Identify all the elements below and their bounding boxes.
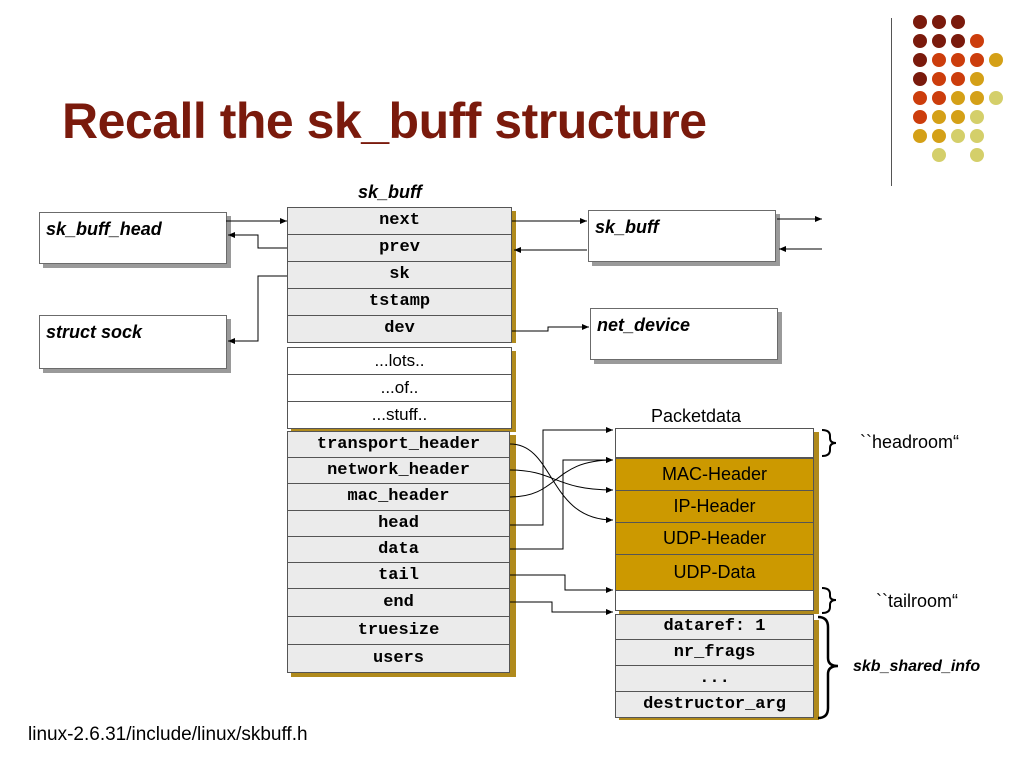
tailroom-area (615, 590, 814, 611)
net-device-label: net_device (597, 315, 691, 335)
shared-info-label: skb_shared_info (853, 658, 981, 675)
skbuff-field-top-4: dev (287, 315, 512, 343)
sk-buff-right-label: sk_buff (595, 217, 659, 237)
arrow-data-to-mac (510, 457, 613, 550)
brace-shared-info (817, 615, 839, 720)
divider-line (891, 18, 892, 186)
skbuff-field-middle-2: ...stuff.. (287, 401, 512, 429)
sk-buff-head-box: sk_buff_head (39, 212, 227, 264)
skbuff-field-bottom-0: transport_header (287, 431, 510, 458)
shared-info-field-2: ... (615, 665, 814, 692)
skbuff-field-top-3: tstamp (287, 288, 512, 316)
packet-part-3: UDP-Data (615, 554, 814, 591)
packet-part-0: MAC-Header (615, 458, 814, 491)
sk-buff-head-label: sk_buff_head (46, 219, 162, 239)
arrow-head-to-buffer (510, 427, 613, 526)
arrow-dev-to-netdevice (512, 324, 589, 332)
source-file-caption: linux-2.6.31/include/linux/skbuff.h (28, 724, 308, 745)
shared-info-field-3: destructor_arg (615, 691, 814, 718)
arrow-sk-to-sock (228, 275, 287, 344)
skbuff-field-bottom-2: mac_header (287, 483, 510, 511)
struct-sock-label: struct sock (46, 322, 143, 342)
arrow-end-to-bufend (510, 601, 613, 615)
arrow-transport-to-udp (509, 443, 614, 523)
headroom-area (615, 428, 814, 458)
packet-part-2: UDP-Header (615, 522, 814, 555)
arrow-prev-to-head (228, 232, 287, 249)
brace-tailroom (821, 587, 837, 614)
skbuff-field-bottom-1: network_header (287, 457, 510, 484)
sk-buff-column-label: sk_buff (358, 182, 422, 202)
skbuff-field-top-1: prev (287, 234, 512, 262)
sk-buff-right-box: sk_buff (588, 210, 776, 262)
net-device-box: net_device (590, 308, 778, 360)
tailroom-label: ``tailroom“ (876, 591, 959, 611)
skbuff-field-top-0: next (287, 207, 512, 235)
arrow-tail-to-tailroom (510, 574, 613, 593)
struct-sock-box: struct sock (39, 315, 227, 369)
arrow-mac-to-mac (509, 457, 614, 498)
packetdata-label: Packetdata (651, 406, 742, 426)
skbuff-field-bottom-5: tail (287, 562, 510, 589)
skbuff-field-bottom-8: users (287, 644, 510, 673)
arrow-network-to-ip (509, 469, 614, 493)
headroom-label: ``headroom“ (860, 432, 960, 452)
brace-headroom (821, 429, 837, 457)
skbuff-field-bottom-3: head (287, 510, 510, 537)
slide-title: Recall the sk_buff structure (62, 93, 707, 149)
